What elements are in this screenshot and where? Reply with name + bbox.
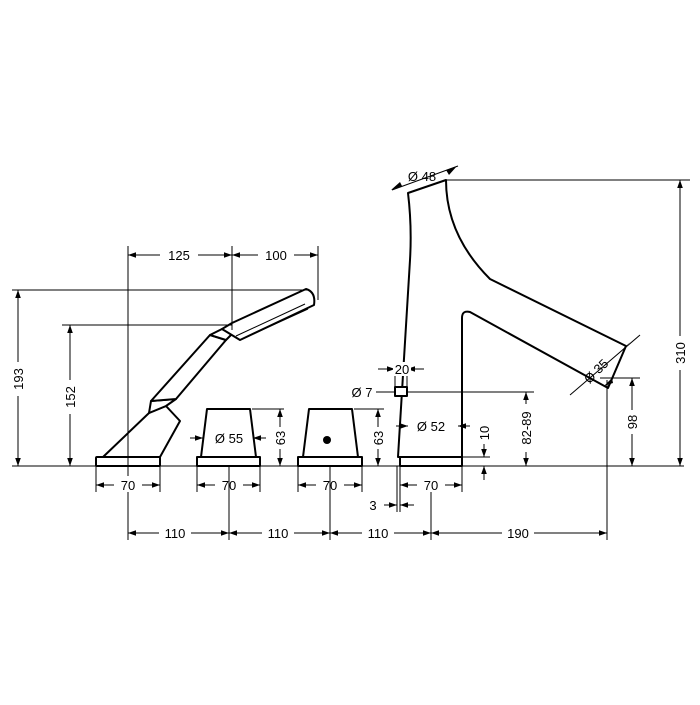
dim-110-b: 110 xyxy=(268,526,289,541)
dim-dia-52: Ø 52 xyxy=(417,419,445,434)
dim-193: 193 xyxy=(11,368,26,390)
dim-125: 125 xyxy=(168,248,190,263)
dim-98: 98 xyxy=(625,415,640,429)
spout-hole xyxy=(394,386,408,397)
dim-dia-7: Ø 7 xyxy=(352,385,373,400)
dim-dia-55: Ø 55 xyxy=(215,431,243,446)
dim-dia-48: Ø 48 xyxy=(408,169,436,184)
dim-10: 10 xyxy=(477,426,492,440)
handshower-head xyxy=(221,288,316,341)
dim-20: 20 xyxy=(395,362,409,377)
dim-3: 3 xyxy=(369,498,376,513)
dim-70-d: 70 xyxy=(424,478,438,493)
spout-body xyxy=(397,179,627,458)
dim-110-a: 110 xyxy=(165,526,186,541)
handle-2 xyxy=(297,408,363,467)
dim-310: 310 xyxy=(673,342,688,364)
spout xyxy=(394,179,627,467)
dim-70-a: 70 xyxy=(121,478,135,493)
dim-63-b: 63 xyxy=(371,431,386,445)
dim-110-c: 110 xyxy=(368,526,389,541)
dim-190: 190 xyxy=(507,526,529,541)
dim-63-a: 63 xyxy=(273,431,288,445)
handle-1 xyxy=(196,408,261,467)
handle-indicator-dot xyxy=(323,436,331,444)
handshower xyxy=(95,288,316,467)
dim-82-89: 82-89 xyxy=(519,411,534,444)
handshower-handle xyxy=(102,405,181,458)
dim-100: 100 xyxy=(265,248,287,263)
dim-152: 152 xyxy=(63,386,78,408)
